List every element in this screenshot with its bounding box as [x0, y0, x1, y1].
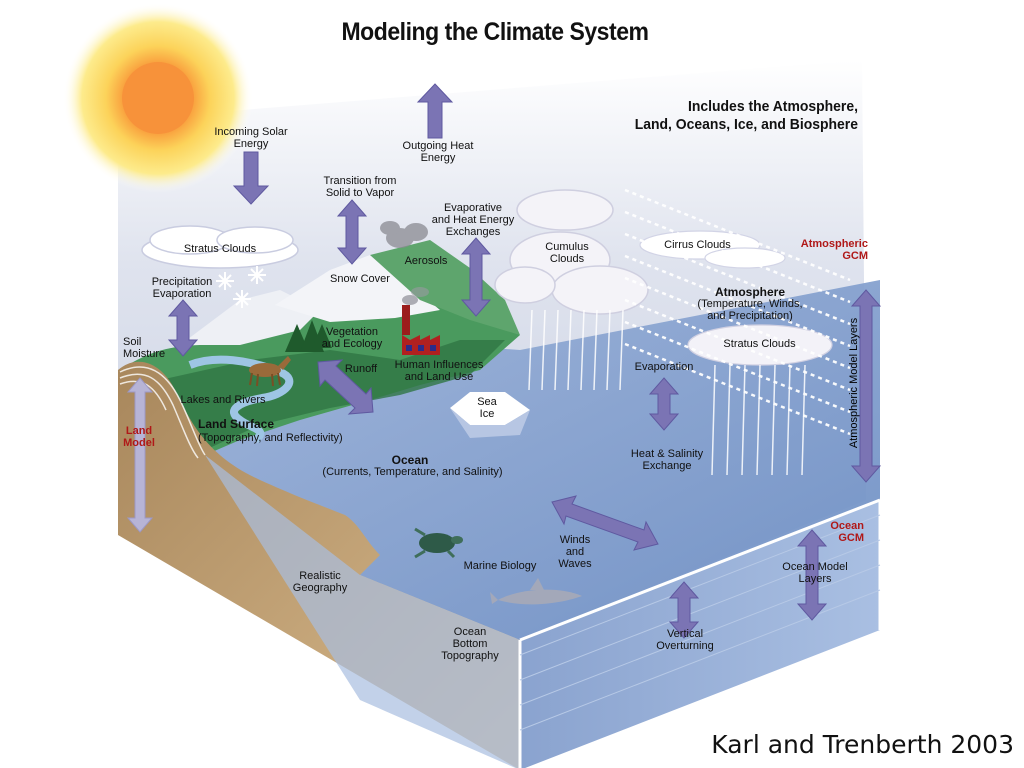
label-sea-ice: Sea Ice [477, 396, 497, 420]
label-evaporative: Evaporative and Heat Energy Exchanges [431, 202, 515, 238]
label-ocean-bottom: Ocean Bottom Topography [441, 626, 499, 662]
ocean-layers-arrow [796, 529, 828, 621]
label-human-influences: Human Influences and Land Use [394, 359, 484, 383]
label-soil-moisture: Soil Moisture [123, 336, 166, 360]
land-model-lines [119, 366, 206, 459]
label-marine-biology: Marine Biology [463, 560, 537, 572]
ocean-front [520, 500, 880, 768]
outgoing-heat-arrow [416, 83, 454, 139]
lake-river [188, 355, 294, 444]
incoming-solar-arrow [232, 151, 270, 205]
atm-layers-arrow [850, 289, 882, 483]
label-atmospheric-gcm: Atmospheric GCM [800, 238, 868, 262]
label-heat-salinity: Heat & Salinity Exchange [630, 448, 704, 472]
label-atm-model-layers: Atmospheric Model Layers [848, 317, 860, 449]
cloud-icon-cumulus [494, 189, 649, 315]
label-precip-evap: Precipitation Evaporation [151, 276, 213, 300]
label-vegetation: Vegetation and Ecology [321, 326, 383, 350]
evaporative-arrow [460, 237, 492, 317]
sea-ice-icon [450, 392, 530, 438]
label-land-model: Land Model [123, 425, 155, 449]
winds-waves-arrow [551, 495, 659, 551]
runoff-arrow [317, 359, 374, 415]
rain-streaks [528, 309, 806, 476]
snowflake-icon [216, 266, 266, 308]
label-evaporation: Evaporation [634, 361, 694, 373]
diagram-subtitle: Includes the Atmosphere, Land, Oceans, I… [634, 98, 858, 133]
transition-arrow [336, 199, 368, 265]
label-atmosphere-sub: (Temperature, Winds, and Precipitation) [697, 298, 803, 322]
label-snow-cover: Snow Cover [330, 273, 390, 285]
label-land-surface-sub: (Topography, and Reflectivity) [198, 432, 343, 444]
ocean-front-under [205, 455, 520, 768]
label-outgoing-heat: Outgoing Heat Energy [402, 140, 474, 164]
label-ocean: Ocean [391, 453, 429, 467]
factory-icon [402, 287, 440, 355]
mountain-right [275, 255, 440, 322]
label-ocean-model-layers: Ocean Model Layers [782, 561, 848, 585]
turtle-icon [414, 527, 463, 559]
shark-icon [490, 578, 582, 605]
label-realistic-geography: Realistic Geography [292, 570, 348, 594]
sun-icon [63, 3, 253, 193]
label-vertical-overturning: Vertical Overturning [656, 628, 714, 652]
deer-icon [249, 356, 291, 387]
label-cumulus: Cumulus Clouds [545, 241, 589, 265]
land-model-arrow [126, 377, 154, 533]
credit-text: Karl and Trenberth 2003 [711, 730, 1014, 759]
label-winds-waves: Winds and Waves [558, 534, 592, 570]
heat-salinity-arrow [648, 377, 680, 431]
label-cirrus: Cirrus Clouds [664, 239, 731, 251]
label-atmosphere: Atmosphere [714, 285, 785, 299]
label-land-surface: Land Surface [198, 417, 275, 431]
label-ocean-sub: (Currents, Temperature, and Salinity) [322, 466, 503, 478]
tree-icon [285, 320, 332, 352]
atm-model-layer-lines [624, 188, 851, 436]
arrows [126, 83, 882, 639]
label-transition: Transition from Solid to Vapor [323, 175, 397, 199]
cloud-icon-stratus-left [141, 225, 299, 269]
diagram-title: Modeling the Climate System [341, 18, 649, 46]
label-runoff: Runoff [344, 363, 378, 375]
label-stratus-left: Stratus Clouds [183, 243, 257, 255]
label-stratus-right: Stratus Clouds [723, 338, 796, 350]
label-aerosols: Aerosols [404, 255, 448, 267]
label-ocean-gcm: Ocean GCM [830, 520, 864, 544]
mountain-green [370, 240, 520, 335]
precip-evap-arrow [167, 299, 199, 357]
aerosol-icon [380, 221, 428, 248]
vertical-overturning-arrow [668, 581, 700, 639]
label-lakes-rivers: Lakes and Rivers [180, 394, 266, 406]
label-incoming-solar: Incoming Solar Energy [214, 126, 288, 150]
